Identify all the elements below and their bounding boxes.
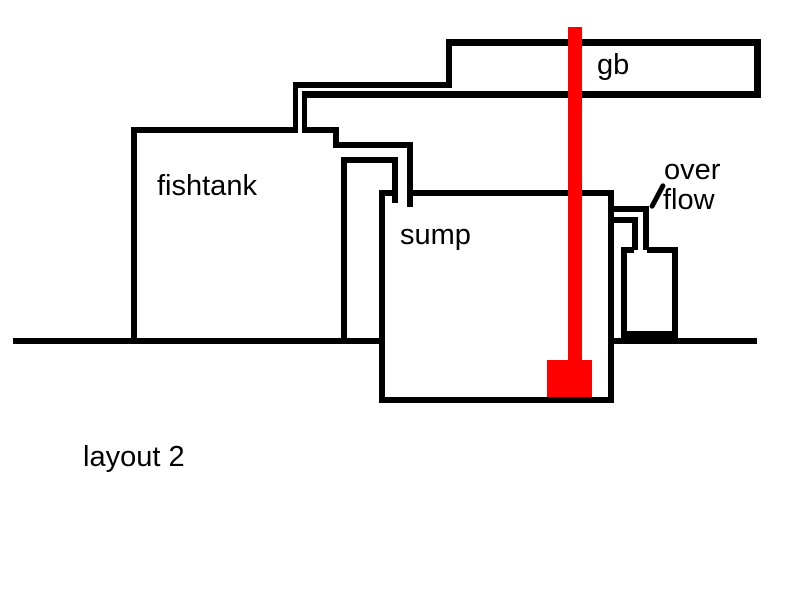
fishtank-right-wall [341,157,347,344]
overflow-box-top-wall-right [647,247,678,253]
sump-top-wall-right [413,190,614,196]
fishtank-top-wall-right [302,127,339,133]
overflow-pipe-inner-horizontal [614,217,638,223]
overflow-pipe-inner-vertical [632,217,638,250]
gb-left-wall [446,39,452,86]
sump-left-wall [379,190,385,403]
overflow-label-line1: over [664,154,721,186]
overflow-box-top-wall-left [621,247,634,253]
ground-line-right [608,338,757,344]
gb-drain-pipe-outer-vertical [293,82,298,133]
gb-drain-pipe-inner-vertical [302,91,307,133]
ground-line-left [13,338,385,344]
sump-label: sump [400,219,471,251]
gb-bottom-wall-drain-inner-horizontal [302,91,761,98]
fishtank-top-wall-left [131,127,294,133]
overflow-pipe-outer-horizontal [608,206,649,212]
overflow-label-line2: flow [663,184,715,216]
overflow-pipe-outer-vertical [643,206,649,250]
sump-right-wall [608,190,614,403]
overflow-box-bottom-wall [621,331,678,338]
sump-top-wall-left [379,190,392,196]
gb-drain-pipe-outer-horizontal [293,82,452,88]
gb-right-wall [754,39,761,98]
pump-return-pipe [568,27,582,366]
overflow-box-left-wall [621,247,627,338]
fishtank-rim-step [333,127,339,148]
overflow-box-right-wall [672,247,678,338]
fishtank-left-wall [131,127,137,344]
pump-body [547,360,592,397]
sump-bottom-wall [379,397,614,403]
diagram-caption: layout 2 [83,441,185,473]
fishtank-drain-pipe-inner-horizontal [341,157,398,163]
growbed-label: gb [597,49,630,81]
fishtank-label: fishtank [157,170,257,202]
fishtank-drain-pipe-outer-horizontal [333,142,413,148]
fishtank-drain-pipe-outer-vertical [407,142,413,207]
fishtank-drain-pipe-inner-vertical [392,157,398,203]
gb-top-wall [446,39,761,46]
